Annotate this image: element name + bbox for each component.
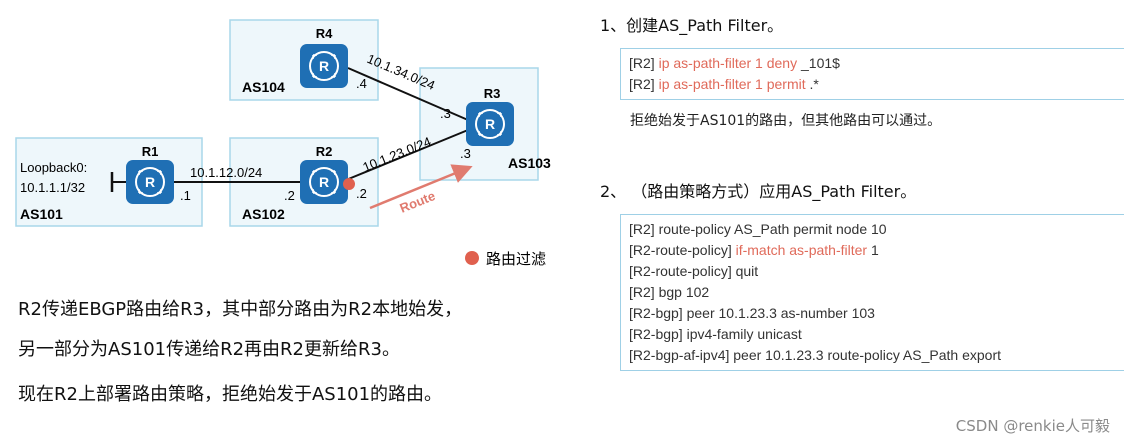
as101-label: AS101: [20, 206, 63, 222]
description-line1: R2传递EBGP路由给R3，其中部分路由为R2本地始发，: [18, 299, 463, 320]
loopback-label-line2: 10.1.1.1/32: [20, 180, 85, 195]
step2-code-line: [R2] bgp 102: [629, 282, 1119, 303]
subnet-r1-r2: 10.1.12.0/24: [190, 165, 262, 180]
step1-note: 拒绝始发于AS101的路由，但其他路由可以通过。: [630, 113, 942, 129]
code-prefix: [R2-bgp] peer 10.1.23.3 as-number 103: [629, 305, 875, 321]
code-prefix: [R2-bgp-af-ipv4] peer 10.1.23.3 route-po…: [629, 347, 1001, 363]
iface-r2-r3-r2end: .2: [356, 186, 367, 201]
code-command: ip as-path-filter 1 deny: [658, 55, 798, 71]
step2-code-box: [R2] route-policy AS_Path permit node 10…: [620, 214, 1124, 371]
code-command: ip as-path-filter 1 permit: [658, 76, 806, 92]
step2-title: 2、 （路由策略方式）应用AS_Path Filter。: [600, 182, 917, 201]
loopback-label-line1: Loopback0:: [20, 160, 87, 175]
as103-label: AS103: [508, 155, 551, 171]
router-r1-name: R1: [142, 144, 159, 159]
step1-code-box: [R2] ip as-path-filter 1 deny _101$ [R2]…: [620, 48, 1124, 100]
route-arrow-label: Route: [398, 188, 438, 216]
iface-r2-r3-r3end: .3: [460, 146, 471, 161]
step2-code-line: [R2-bgp] ipv4-family unicast: [629, 324, 1119, 345]
code-prefix: [R2] route-policy AS_Path permit node 10: [629, 221, 887, 237]
route-filter-dot: [343, 178, 355, 190]
code-prefix: [R2] bgp 102: [629, 284, 710, 300]
code-prefix: [R2]: [629, 76, 659, 92]
code-arg: 1: [867, 242, 879, 258]
code-prefix: [R2-bgp] ipv4-family unicast: [629, 326, 802, 342]
router-r1-icon[interactable]: [125, 159, 175, 205]
route-arrow: [369, 164, 473, 210]
router-r3-name: R3: [484, 86, 501, 101]
code-prefix: [R2-route-policy]: [629, 242, 736, 258]
code-prefix: [R2]: [629, 55, 659, 71]
router-r4-icon[interactable]: [299, 43, 349, 89]
step2-code-line: [R2-route-policy] if-match as-path-filte…: [629, 240, 1119, 261]
step1-title: 1、创建AS_Path Filter。: [600, 16, 784, 35]
step2-code-line: [R2] route-policy AS_Path permit node 10: [629, 219, 1119, 240]
link-r2-r3: [345, 129, 469, 181]
code-arg: .*: [805, 76, 819, 92]
csdn-watermark: CSDN @renkie人可毅: [955, 417, 1110, 435]
router-r2-name: R2: [316, 144, 333, 159]
iface-r4-r3-r3end: .3: [440, 106, 451, 121]
step1-code-line: [R2] ip as-path-filter 1 deny _101$: [629, 53, 1119, 74]
step1-code-line: [R2] ip as-path-filter 1 permit .*: [629, 74, 1119, 95]
router-r4-name: R4: [316, 26, 333, 41]
description-line3: 现在R2上部署路由策略，拒绝始发于AS101的路由。: [18, 384, 443, 405]
step2-code-line: [R2-bgp] peer 10.1.23.3 as-number 103: [629, 303, 1119, 324]
as104-label: AS104: [242, 79, 285, 95]
as102-label: AS102: [242, 206, 285, 222]
router-r3-icon[interactable]: [465, 101, 515, 147]
iface-r1-r2-r1end: .1: [180, 188, 191, 203]
code-command: if-match as-path-filter: [735, 242, 868, 258]
code-arg: _101$: [797, 55, 840, 71]
link-r4-r3: [347, 67, 469, 121]
network-topology: R R1 R2 R3 R4 AS101 AS102 AS103 AS104 Lo…: [15, 19, 551, 268]
legend-filter-label: 路由过滤: [486, 250, 546, 268]
iface-r4-r3-r4end: .4: [356, 76, 367, 91]
iface-r1-r2-r2end: .2: [284, 188, 295, 203]
router-r2-icon[interactable]: [299, 159, 349, 205]
description-line2: 另一部分为AS101传递给R2再由R2更新给R3。: [18, 339, 400, 360]
step2-code-line: [R2-route-policy] quit: [629, 261, 1119, 282]
legend-filter-dot: [465, 251, 479, 265]
step2-code-line: [R2-bgp-af-ipv4] peer 10.1.23.3 route-po…: [629, 345, 1119, 366]
code-prefix: [R2-route-policy] quit: [629, 263, 759, 279]
